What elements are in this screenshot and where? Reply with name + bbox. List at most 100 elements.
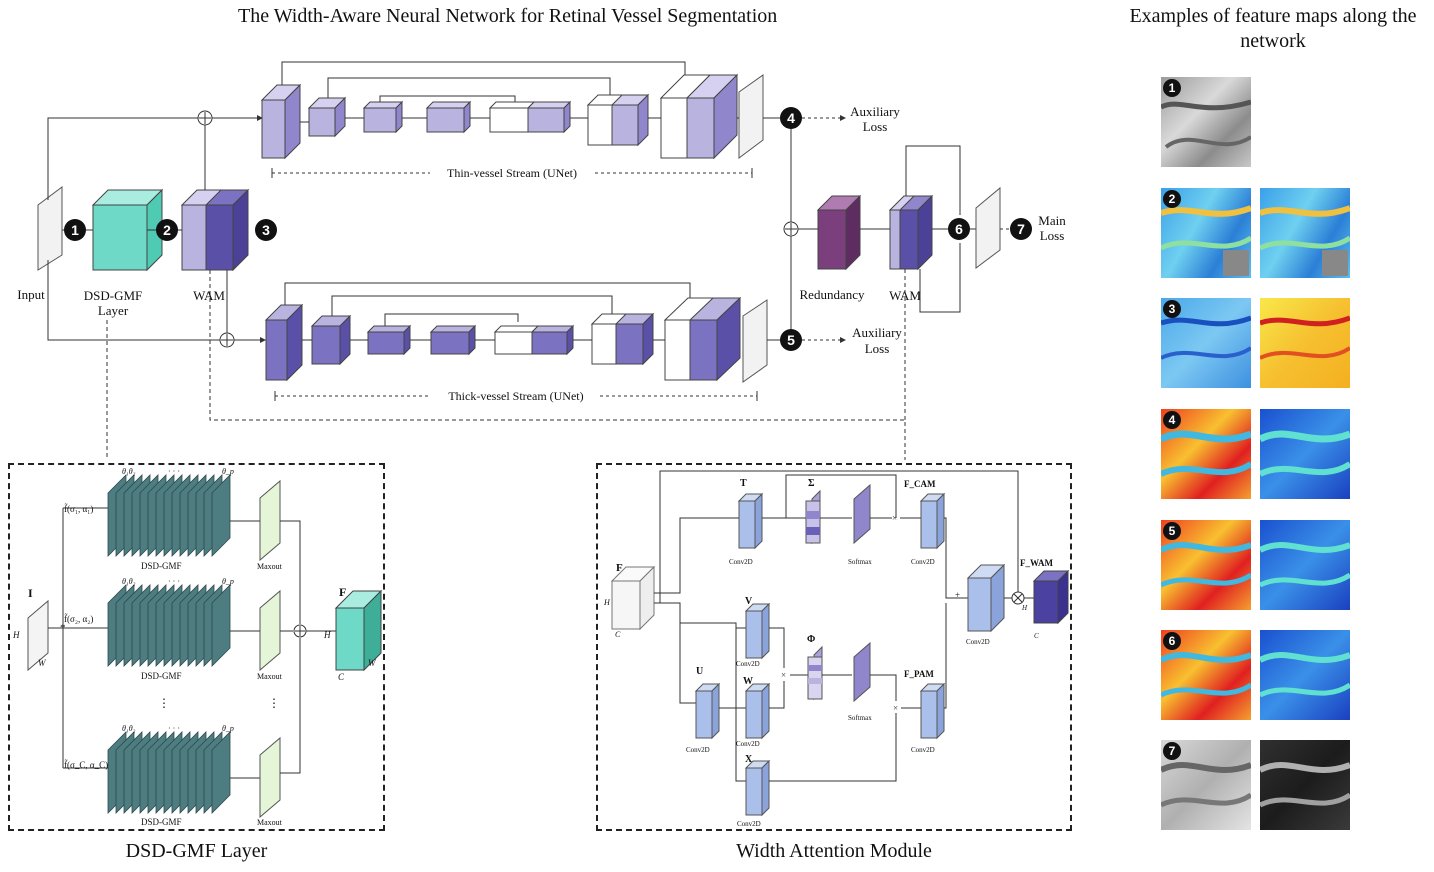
wam-conv-merge-block bbox=[966, 563, 1006, 633]
diagram-title: The Width-Aware Neural Network for Retin… bbox=[238, 5, 778, 27]
dsd-theta-mid-2: · · · bbox=[168, 577, 180, 586]
wam-phi-block bbox=[807, 645, 823, 701]
dsd-theta-left-1: θ₁θ₂ bbox=[122, 467, 136, 476]
dsd-maxout-label-2: Maxout bbox=[257, 672, 282, 681]
wam-out-h: H bbox=[1022, 604, 1028, 612]
wam-fcam-label: F_CAM bbox=[904, 479, 936, 489]
wam-conv-label-W: Conv2D bbox=[736, 740, 760, 748]
wam-T-letter: T bbox=[740, 478, 747, 489]
badge-6: 6 bbox=[948, 218, 970, 240]
final-output-slab bbox=[975, 186, 1001, 269]
dsd-gmf-panel bbox=[8, 463, 385, 831]
input-slab bbox=[37, 186, 63, 271]
wam-conv-label-V: Conv2D bbox=[736, 660, 760, 668]
dsd-theta-left-3: θ₁θ₂ bbox=[122, 724, 136, 733]
wam-phi-letter: Φ bbox=[807, 634, 816, 645]
feature-map-2b bbox=[1260, 188, 1350, 278]
feature-map-1: 1 bbox=[1161, 77, 1251, 167]
maxout-2 bbox=[259, 589, 281, 672]
feature-map-badge-2: 2 bbox=[1163, 190, 1181, 208]
wam-T-block bbox=[737, 492, 764, 550]
feature-map-6a: 6 bbox=[1161, 630, 1251, 720]
redundancy-label: Redundancy bbox=[799, 287, 865, 302]
badge-3: 3 bbox=[255, 219, 277, 241]
wam-X-block bbox=[744, 759, 771, 817]
wam-F-letter: F bbox=[616, 562, 623, 574]
badge-4: 4 bbox=[780, 107, 802, 129]
feature-map-6b bbox=[1260, 630, 1350, 720]
gmf-stack-3 bbox=[107, 731, 231, 814]
wam-conv-label-merge: Conv2D bbox=[966, 638, 990, 646]
badge-5: 5 bbox=[780, 329, 802, 351]
feature-map-7b bbox=[1260, 740, 1350, 830]
aux-loss-bottom-line1: Auxiliary bbox=[852, 325, 902, 340]
wam-U-letter: U bbox=[696, 666, 704, 677]
wam-sigma-block bbox=[805, 489, 821, 545]
input-label: Input bbox=[17, 287, 45, 302]
feature-map-4b bbox=[1260, 409, 1350, 499]
wam-conv-label-X: Conv2D bbox=[737, 820, 761, 828]
feature-map-4a: 4 bbox=[1161, 409, 1251, 499]
wam-fwam-label: F_WAM bbox=[1020, 558, 1053, 568]
badge-7: 7 bbox=[1010, 218, 1032, 240]
wam-fcam-block bbox=[919, 492, 946, 550]
feature-map-7a: 7 bbox=[1161, 740, 1251, 830]
wam-output-cube bbox=[1032, 569, 1070, 625]
aux-loss-top-line1: Auxiliary bbox=[850, 104, 900, 119]
feature-map-badge-1: 1 bbox=[1163, 79, 1181, 97]
feature-map-badge-7: 7 bbox=[1163, 742, 1181, 760]
wam-cube-1 bbox=[180, 188, 250, 272]
wam-out-c: C bbox=[1034, 632, 1039, 640]
dsd-gmf-layer-label: Layer bbox=[97, 303, 129, 318]
dsd-filter-1: f̃(σ₁, α₁) bbox=[64, 504, 94, 514]
feature-map-badge-5: 5 bbox=[1163, 522, 1181, 540]
main-architecture-diagram bbox=[37, 61, 1010, 460]
dsd-block-label-1: DSD-GMF bbox=[141, 561, 182, 571]
svg-text:×: × bbox=[781, 670, 786, 680]
svg-text:×: × bbox=[893, 703, 898, 713]
gmf-stack-1 bbox=[107, 474, 231, 557]
main-loss-line1: Main bbox=[1038, 213, 1066, 228]
thin-stream-label: Thin-vessel Stream (UNet) bbox=[447, 166, 577, 180]
feature-map-badge-4: 4 bbox=[1163, 411, 1181, 429]
feature-map-5a: 5 bbox=[1161, 520, 1251, 610]
wam-panel bbox=[596, 463, 1072, 831]
dsd-conv-op: * bbox=[60, 622, 66, 634]
feature-map-3b bbox=[1260, 298, 1350, 388]
feature-map-3a: 3 bbox=[1161, 298, 1251, 388]
wam-U-block bbox=[694, 682, 721, 740]
badge-1: 1 bbox=[64, 219, 86, 241]
dsd-block-label-3: DSD-GMF bbox=[141, 817, 182, 827]
aux-loss-top-line2: Loss bbox=[862, 119, 888, 134]
dsd-panel-caption: DSD-GMF Layer bbox=[125, 840, 268, 862]
wam-softmax-top bbox=[853, 483, 871, 545]
wam-panel-diagram: × bbox=[610, 470, 1070, 817]
wam-times-top: × bbox=[892, 513, 897, 523]
dsd-output-w: W bbox=[368, 658, 376, 668]
dsd-input-h: H bbox=[13, 630, 20, 640]
examples-title-line1: Examples of feature maps along the bbox=[1129, 5, 1417, 27]
wam-input-cube bbox=[610, 565, 656, 631]
dsd-theta-left-2: θ₁θ₂ bbox=[122, 577, 136, 586]
thick-vessel-stream bbox=[264, 282, 780, 401]
dsd-gmf-label: DSD-GMF bbox=[83, 288, 143, 303]
wam-label-2: WAM bbox=[889, 288, 921, 303]
wam-softmax-bottom bbox=[853, 641, 871, 703]
wam-V-letter: V bbox=[745, 596, 753, 607]
dsd-theta-mid-3: · · · bbox=[168, 724, 180, 733]
wam-fpam-block bbox=[919, 682, 946, 740]
dsd-theta-right-2: θ_p bbox=[222, 577, 234, 586]
redundancy-cube bbox=[816, 194, 862, 271]
dsd-filter-3: f̃(σ_C, α_C) bbox=[64, 760, 109, 770]
dsd-theta-right-1: θ_p bbox=[222, 467, 234, 476]
dsd-maxout-label-3: Maxout bbox=[257, 818, 282, 827]
feature-map-2a: 2 bbox=[1161, 188, 1251, 278]
wam-sigma-letter: Σ bbox=[808, 478, 815, 489]
dsd-gmf-cube bbox=[91, 188, 164, 272]
wam-softmax-label-bottom: Softmax bbox=[848, 714, 872, 722]
dsd-vdots-1: ⋮ bbox=[158, 696, 170, 710]
wam-conv-label-T: Conv2D bbox=[729, 558, 753, 566]
wam-F-h: H bbox=[604, 598, 610, 607]
wam-conv-label-fcam: Conv2D bbox=[911, 558, 935, 566]
wam-W-block bbox=[744, 682, 771, 740]
